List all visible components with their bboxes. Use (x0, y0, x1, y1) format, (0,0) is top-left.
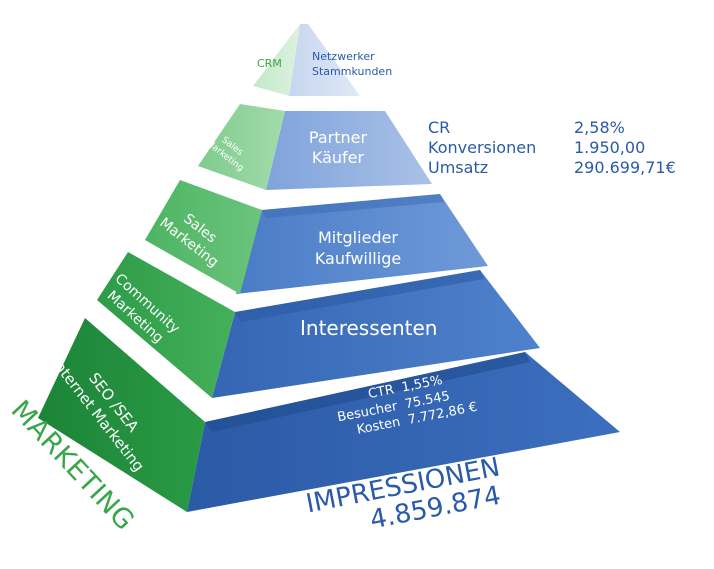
top-stat-row: Umsatz 290.699,71€ (428, 158, 676, 178)
level-5-right-face (187, 352, 620, 512)
top-stat-row: Konversionen 1.950,00 (428, 138, 676, 158)
level-4-top-band (235, 270, 484, 322)
top-stat-value: 290.699,71€ (574, 158, 676, 177)
level-3-right-face (236, 194, 488, 294)
pyramid-level-4 (97, 252, 540, 398)
top-stat-label: Umsatz (428, 158, 489, 177)
level-1-right-label: Netzwerker Stammkunden (312, 50, 393, 78)
level-3-left-face (145, 180, 262, 294)
pyramid-level-2 (198, 104, 432, 190)
level-5-left-face (38, 318, 205, 512)
pyramid-level-1 (253, 24, 360, 96)
top-stat-label: Konversionen (428, 138, 537, 157)
level-1-left-face (253, 24, 300, 96)
level-5-top-band (205, 352, 530, 432)
level-3-right-label: Mitglieder Kaufwillige (314, 228, 402, 268)
level-1-right-face (289, 24, 360, 96)
top-stat-value: 1.950,00 (574, 138, 646, 157)
top-stats: CR 2,58% Konversionen 1.950,00 Umsatz 29… (428, 118, 676, 178)
top-stat-label: CR (428, 118, 451, 137)
level-1-left-label: CRM (257, 57, 282, 70)
top-stat-value: 2,58% (574, 118, 625, 137)
level-3-top-band (262, 194, 444, 218)
level-4-right-label: Interessenten (300, 316, 438, 340)
pyramid-level-5 (38, 318, 620, 512)
level-2-left-face (198, 104, 285, 190)
pyramid-level-3 (145, 180, 488, 294)
level-2-right-label: Partner Käufer (308, 128, 368, 167)
level-2-right-face (266, 111, 432, 190)
top-stat-row: CR 2,58% (428, 118, 676, 138)
level-4-left-face (97, 252, 235, 398)
